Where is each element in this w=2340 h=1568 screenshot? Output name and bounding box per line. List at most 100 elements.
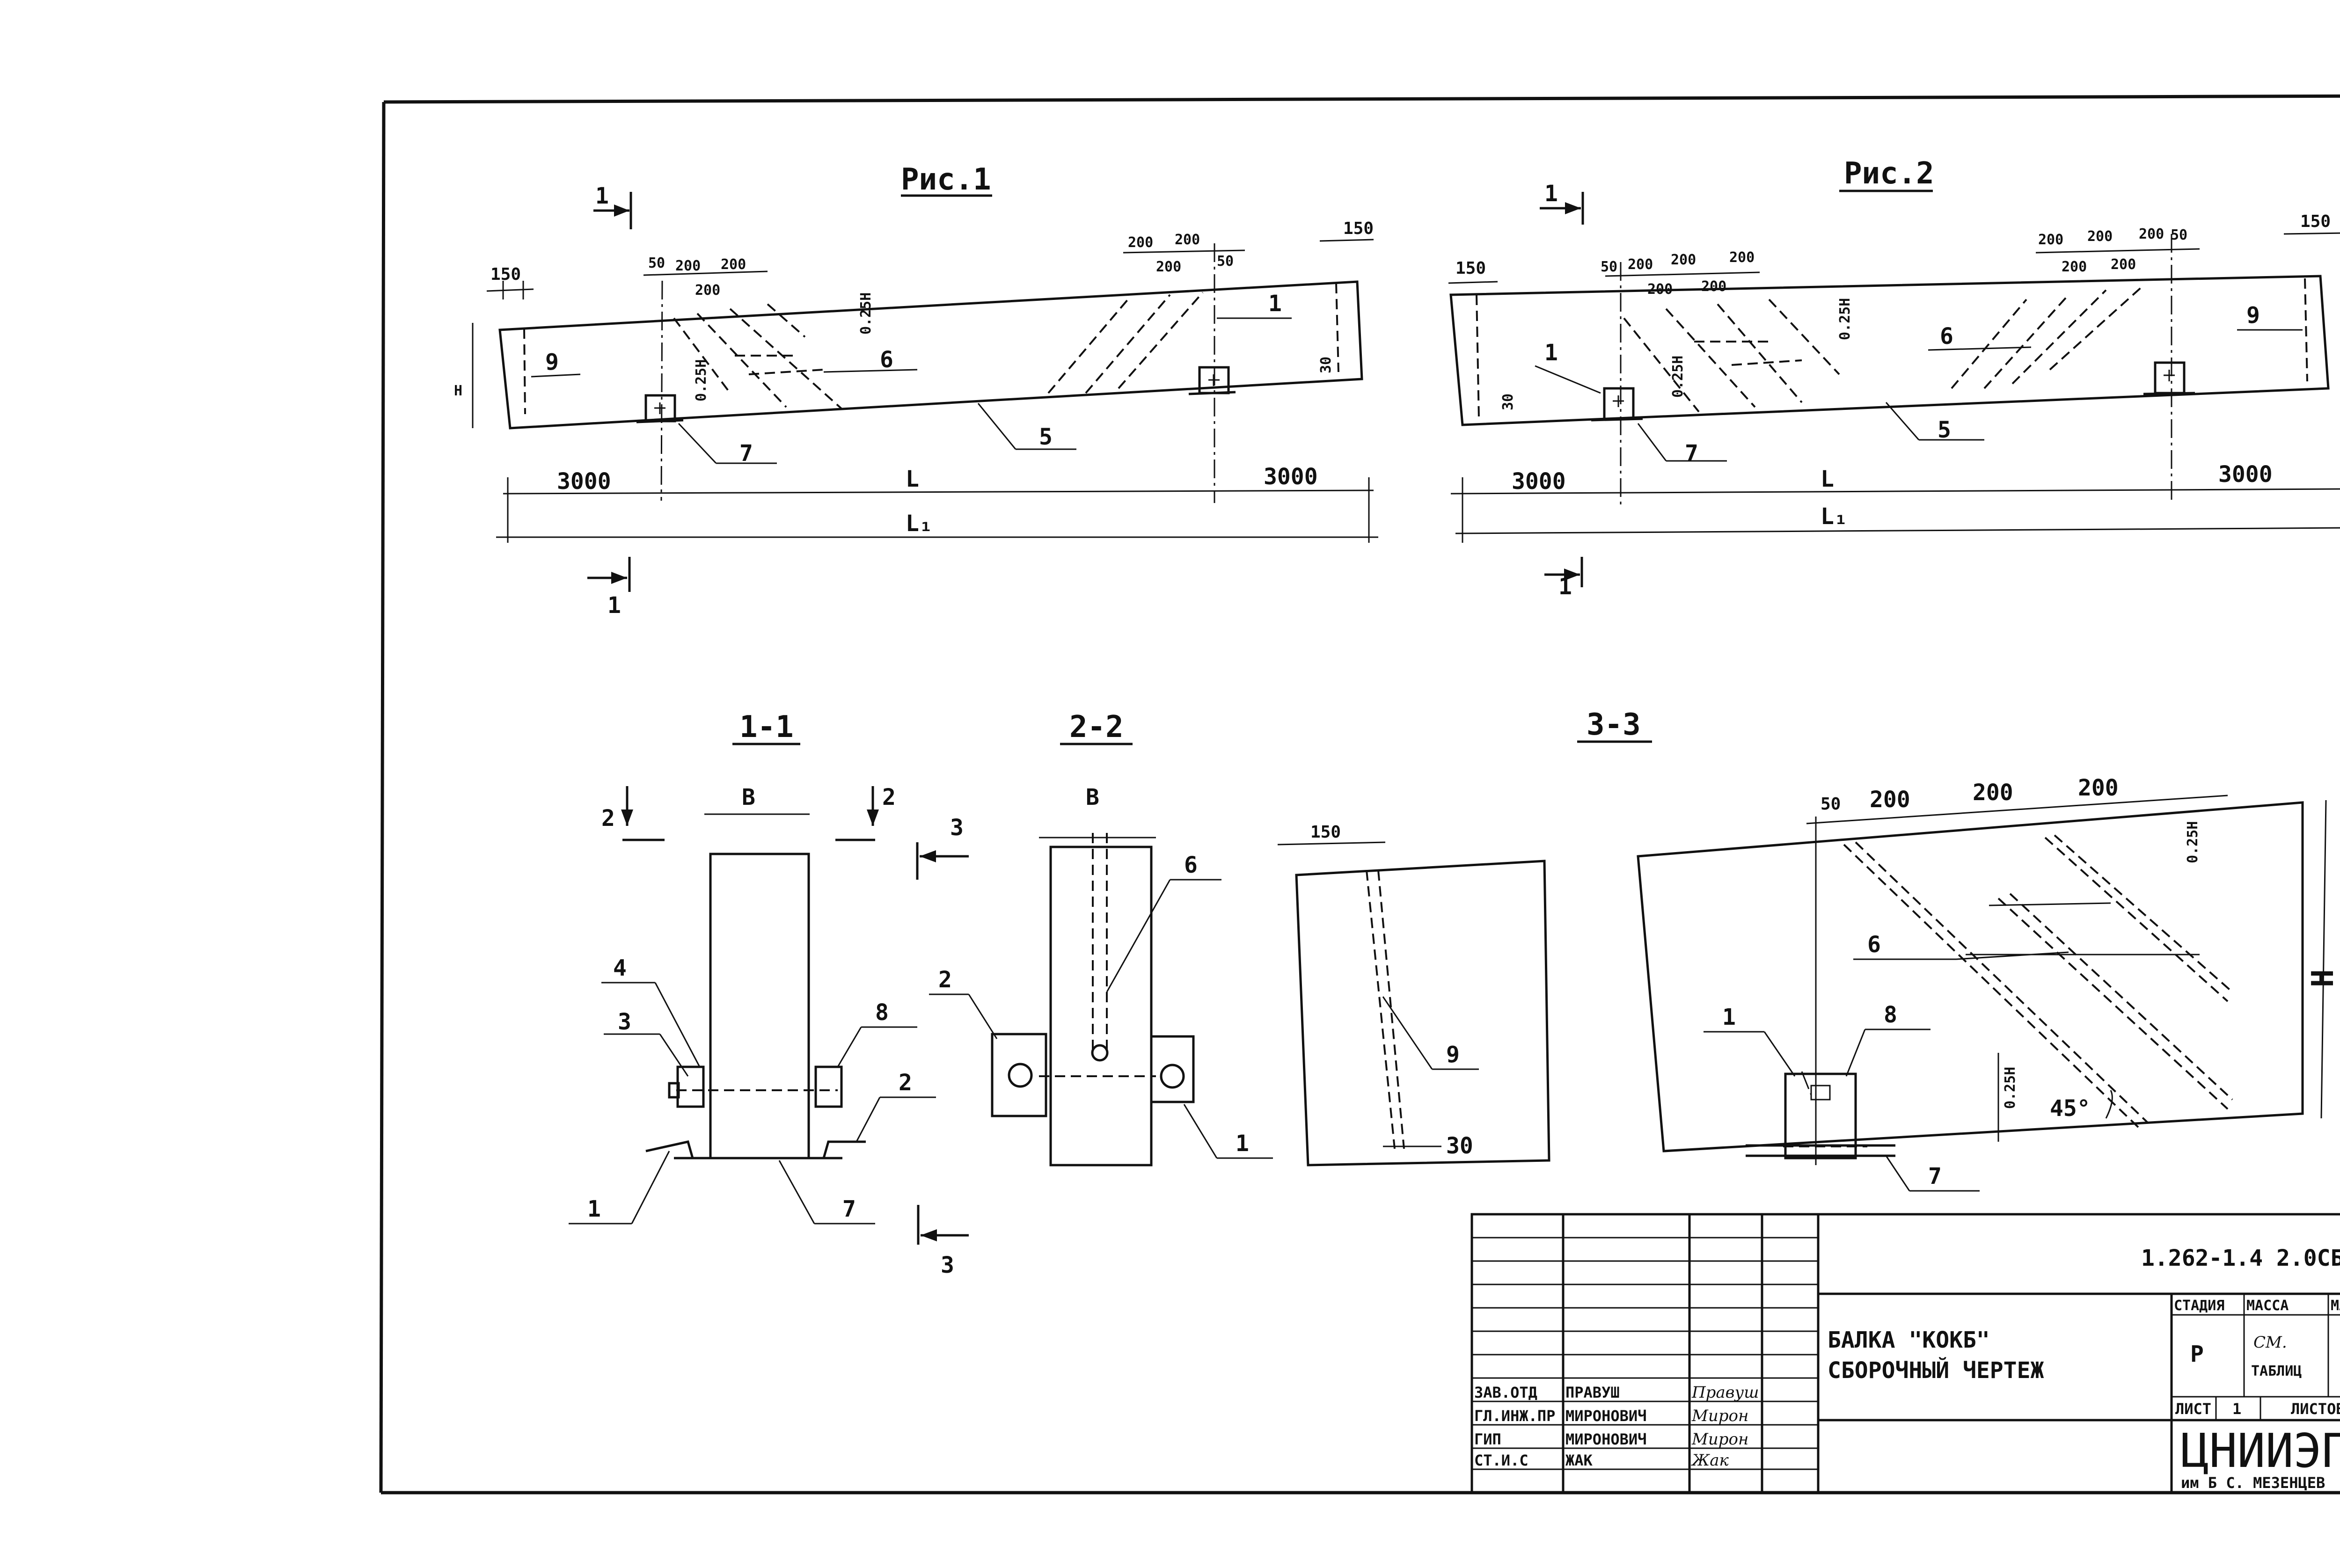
beam-body-fig2 xyxy=(1449,234,2330,508)
section-2-2-title: 2-2 xyxy=(1069,710,1124,744)
section-mark-top: 1 xyxy=(595,183,609,209)
col-mass: МАССА xyxy=(2246,1298,2289,1314)
section-3-3-angle: 45° xyxy=(2050,1095,2091,1122)
mark-2-right: 2 xyxy=(882,784,896,810)
section-2-2-dim-B: B xyxy=(1086,784,1099,810)
section-3-3-dim-H: H xyxy=(2306,969,2340,987)
mass-value-1: СМ. xyxy=(2253,1333,2287,1352)
fig2-dim-200-r3: 200 xyxy=(2139,226,2164,242)
fig2-callout-6: 6 xyxy=(1940,323,1953,350)
bottom-dimensions-fig1: 3000 L 3000 L₁ xyxy=(496,464,1378,543)
organization-name: ЦНИИЭП xyxy=(2181,1423,2340,1478)
role-row-2: ГЛ.ИНЖ.ПР xyxy=(1474,1407,1555,1425)
dim-200-a: 200 xyxy=(675,258,701,274)
signature-1: Правуш xyxy=(1691,1383,1759,1402)
callout-9: 9 xyxy=(545,349,559,375)
section-1-1-callout-3: 3 xyxy=(618,1009,631,1035)
section-3-3-dim-30: 30 xyxy=(1446,1133,1473,1159)
beam-body xyxy=(498,243,1363,503)
fig2-callout-9: 9 xyxy=(2246,302,2260,328)
fig2-dim-200-c: 200 xyxy=(1729,249,1755,266)
figure-1: Рис.1 1 xyxy=(454,162,1378,619)
fig2-dim-200-d: 200 xyxy=(1647,281,1673,298)
section-1-1-callout-8: 8 xyxy=(875,999,889,1026)
mark-2-left: 2 xyxy=(601,805,615,831)
fig2-callout-5: 5 xyxy=(1938,417,1951,443)
section-1-1-callout-1: 1 xyxy=(587,1196,601,1222)
section-2-2: 2-2 B 6 2 1 xyxy=(929,710,1273,1167)
callout-5: 5 xyxy=(1039,424,1053,450)
section-2-2-callout-6: 6 xyxy=(1184,852,1198,878)
section-3-3-callout-8: 8 xyxy=(1884,1002,1897,1028)
top-dimensions-fig2: 150 50 200 200 200 200 200 200 200 200 2… xyxy=(1448,212,2340,298)
figure-2-title: Рис.2 xyxy=(1844,156,1934,191)
fig2-dim-3000-left: 3000 xyxy=(1512,468,1566,495)
dim-L1: L₁ xyxy=(906,511,933,537)
section-3-3-title: 3-3 xyxy=(1587,707,1641,742)
dim-3000-left: 3000 xyxy=(557,468,611,495)
fig2-dim-200-r4: 200 xyxy=(2062,259,2087,275)
sheets-label: ЛИСТОВ xyxy=(2291,1400,2340,1418)
section-3-3-callout-9: 9 xyxy=(1446,1042,1460,1068)
fig2-callout-1: 1 xyxy=(1544,340,1558,366)
section-3-3-callout-7: 7 xyxy=(1928,1163,1942,1189)
role-row-1: ЗАВ.ОТД xyxy=(1474,1384,1537,1401)
signature-2: Мирон xyxy=(1691,1407,1748,1425)
role-row-4: СТ.И.С xyxy=(1474,1451,1528,1469)
dim-150-left: 150 xyxy=(490,265,521,284)
section-mark-bottom: 1 xyxy=(607,592,621,619)
dim-3000-right: 3000 xyxy=(1264,464,1318,490)
dim-30: 30 xyxy=(1318,357,1334,373)
fig2-dim-200-b: 200 xyxy=(1671,252,1696,268)
dim-150-right: 150 xyxy=(1343,219,1374,238)
fig2-dim-150-right: 150 xyxy=(2300,212,2331,231)
callout-7: 7 xyxy=(739,440,753,467)
dim-qh-2: 0.25H xyxy=(858,292,874,335)
title-block: 1.262-1.4 2.0СБ БАЛКА "КОКБ" СБОРОЧНЫЙ Ч… xyxy=(1470,1213,2340,1494)
callout-1: 1 xyxy=(1268,291,1282,317)
section-3-3-dim-150: 150 xyxy=(1310,823,1341,842)
fig2-dim-3000-right: 3000 xyxy=(2218,461,2273,488)
mark-3-top: 3 xyxy=(950,815,964,841)
section-3-3-dim-200-a: 200 xyxy=(1870,787,1910,813)
signature-3: Мирон xyxy=(1691,1430,1748,1449)
role-row-3: ГИП xyxy=(1474,1430,1501,1448)
fig2-dim-qh-1: 0.25H xyxy=(1670,356,1686,398)
fig2-callout-7: 7 xyxy=(1685,440,1698,467)
fig2-dim-50: 50 xyxy=(1601,259,1617,275)
fig2-section-mark-bottom: 1 xyxy=(1558,574,1572,600)
section-2-2-callout-1: 1 xyxy=(1236,1130,1249,1157)
sheet-frame xyxy=(379,94,2340,1495)
section-1-1-callout-4: 4 xyxy=(613,955,627,981)
dim-qh-1: 0.25H xyxy=(693,359,709,401)
fig2-dim-200-r1: 200 xyxy=(2038,232,2063,248)
section-1-1-callout-2: 2 xyxy=(899,1070,912,1096)
section-1-1: 1-1 2 2 3 B 4 3 8 2 1 xyxy=(569,710,969,1278)
name-row-1: ПРАВУШ xyxy=(1565,1384,1620,1401)
organization-subtitle: им Б С. МЕЗЕНЦЕВ xyxy=(2181,1474,2325,1492)
document-code: 1.262-1.4 2.0СБ xyxy=(2141,1245,2340,1271)
fig2-dim-50-r: 50 xyxy=(2171,227,2187,243)
col-scale: МАСШ xyxy=(2331,1298,2340,1314)
section-3-3-callout-6: 6 xyxy=(1867,932,1881,958)
section-3-3-dim-50: 50 xyxy=(1821,795,1841,814)
dim-200-r3: 200 xyxy=(1156,259,1181,275)
sheet-label: ЛИСТ xyxy=(2175,1400,2211,1418)
figure-1-title: Рис.1 xyxy=(901,162,991,197)
dim-50-r: 50 xyxy=(1217,253,1234,270)
dim-200-c: 200 xyxy=(695,282,720,299)
section-1-1-callout-7: 7 xyxy=(842,1196,856,1222)
dim-h: H xyxy=(454,383,462,399)
dim-L: L xyxy=(906,466,919,492)
top-dimensions-fig1: 150 50 200 200 200 200 200 200 50 150 xyxy=(486,219,1374,299)
mark-3-bottom: 3 xyxy=(941,1252,954,1278)
fig2-dim-L1: L₁ xyxy=(1821,503,1848,530)
fig2-dim-200-a: 200 xyxy=(1628,256,1653,273)
section-3-3-callout-1: 1 xyxy=(1722,1004,1736,1030)
fig2-dim-200-e: 200 xyxy=(1701,278,1726,295)
section-3-3-dim-qh: 0.25H xyxy=(2185,821,2201,863)
dim-50: 50 xyxy=(648,255,665,271)
sheet-number: 1 xyxy=(2232,1400,2241,1418)
dim-200-r1: 200 xyxy=(1128,234,1153,251)
